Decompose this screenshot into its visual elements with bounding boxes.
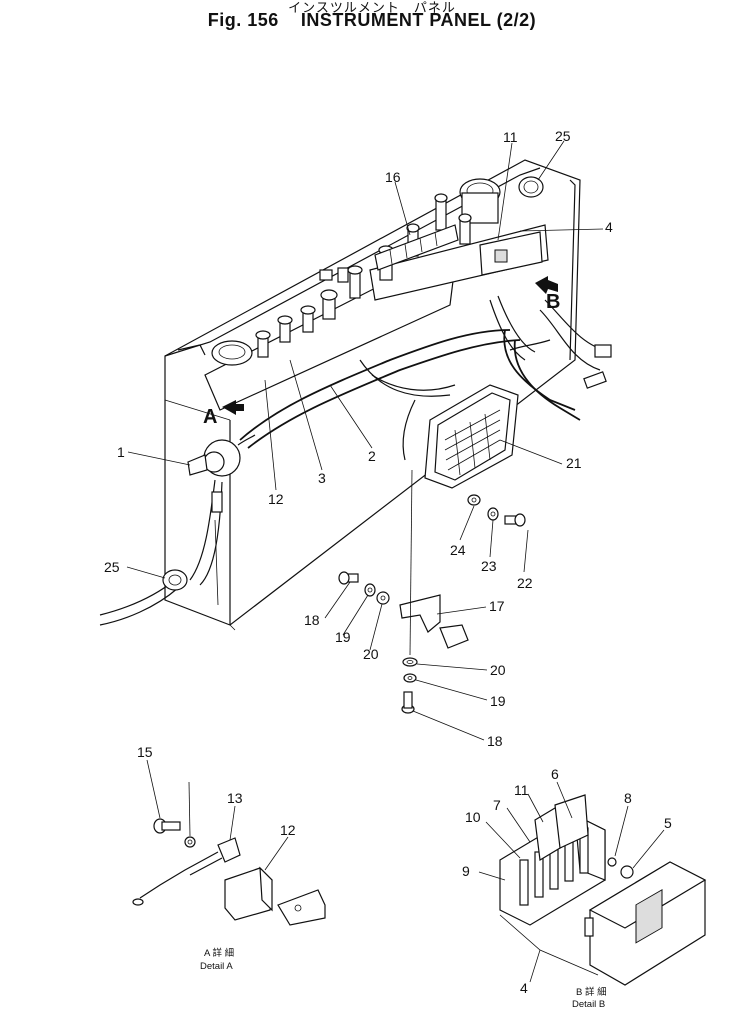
detail-b-callout-8: 7 [493,797,501,813]
callout-4: 4 [605,219,613,235]
leader-lines [126,140,604,741]
grommet-left [162,569,188,591]
bracket-17 [399,469,469,656]
callout-3: 3 [318,470,326,486]
detail-b-callout-10: 10 [465,809,481,825]
detail-a-drawing [132,818,326,926]
detail-b-callout-9: 9 [462,863,470,879]
callout-20-upper: 20 [363,646,379,662]
figure-heading: Fig. 156 INSTRUMENT PANEL (2/2) [0,10,744,31]
headlamp [424,384,519,489]
callout-20-lower: 20 [490,662,506,678]
detail-b-drawing [499,794,707,986]
detail-b-callout-11: 11 [514,782,529,798]
key-switch [187,434,256,477]
callout-12: 12 [268,491,284,507]
callout-18-lower: 18 [487,733,503,749]
detail-b-callout-7: 6 [551,766,559,782]
view-marker-a: A [203,406,217,428]
wiring-harness [99,295,612,626]
view-arrow-a: A [203,400,244,428]
callout-19-lower: 19 [490,693,506,709]
detail-b-callout-5: 5 [664,815,672,831]
hardware-parts [338,494,526,714]
callout-24: 24 [450,542,466,558]
detail-b-leaders [478,781,665,983]
detail-a-leaders [146,759,289,871]
detail-b-callout-6: 8 [624,790,632,806]
callout-2: 2 [368,448,376,464]
instrument-cluster [204,176,549,411]
callout-19-upper: 19 [335,629,351,645]
detail-a-label-jp: A 詳 細 [204,947,234,959]
detail-b-label-jp: B 詳 細 [576,986,607,998]
callout-22: 22 [517,575,533,591]
callout-23: 23 [481,558,497,574]
callout-18-upper: 18 [304,612,320,628]
callout-25-left: 25 [104,559,120,575]
japanese-title: インスツルメント パネル [288,0,456,15]
callout-1: 1 [117,444,125,460]
detail-b-callout-4: 4 [520,980,528,996]
figure-label: Fig. 156 [207,10,279,30]
callout-16: 16 [385,169,401,185]
view-arrow-b: B [535,276,560,313]
callout-21: 21 [566,455,582,471]
callout-17: 17 [489,598,505,614]
callout-25-top: 25 [555,128,571,144]
detail-b-label: Detail B [572,999,605,1010]
detail-a-callout-12: 12 [280,822,296,838]
callout-11: 11 [503,129,518,145]
page-title: INSTRUMENT PANEL (2/2) [300,10,537,30]
detail-a-callout-13: 13 [227,790,243,806]
view-marker-b: B [546,291,560,313]
detail-a-label: Detail A [200,961,233,972]
detail-a-callout-14: 15 [137,744,153,760]
